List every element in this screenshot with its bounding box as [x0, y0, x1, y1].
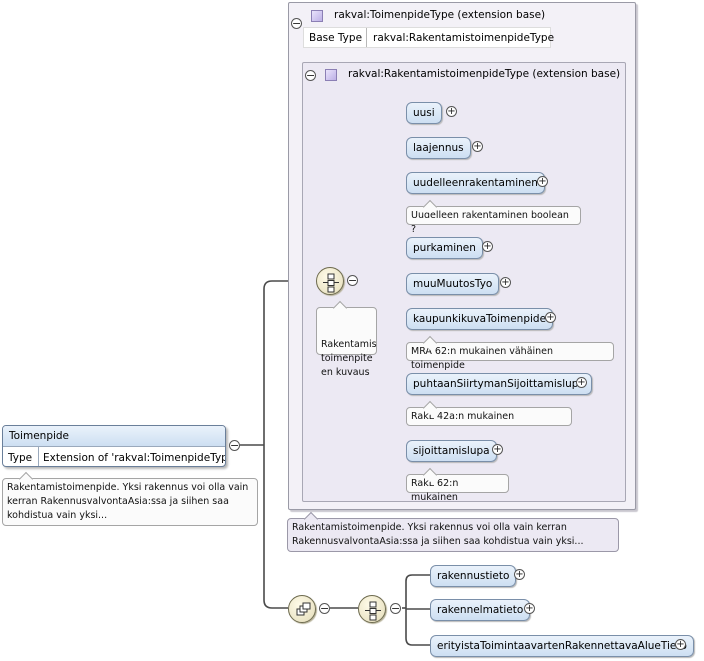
- expand-uudelleenrakentaminen-plus-icon[interactable]: +: [537, 176, 548, 187]
- sequence-icon: [323, 273, 339, 293]
- element-laajennus[interactable]: laajennus: [406, 137, 471, 159]
- expand-kaupunkikuvaToimenpide-plus-icon[interactable]: +: [545, 312, 556, 323]
- inner-extension-title: rakval:RakentamistoimenpideType (extensi…: [348, 68, 621, 80]
- toimenpide-type-value: Extension of 'rakval:ToimenpideType': [43, 452, 226, 464]
- puhtaanSiirtymanSijoittamislupa-annotation: RakL 42a:n mukainen: [406, 400, 572, 426]
- uudelleenrakentaminen-annotation: Uudelleen rakentaminen boolean ?: [406, 199, 581, 235]
- choice-collapse-minus-icon[interactable]: −: [390, 602, 401, 615]
- extension-annotation-text: Rakentamistoimenpide. Yksi rakennus voi …: [292, 522, 584, 547]
- element-uusi[interactable]: uusi: [406, 102, 442, 124]
- base-type-label: Base Type: [309, 32, 363, 44]
- element-puhtaanSiirtymanSijoittamislupa[interactable]: puhtaanSiirtymanSijoittamislupa: [406, 373, 592, 395]
- expand-rakennustieto-plus-icon[interactable]: +: [514, 569, 525, 580]
- element-uudelleenrakentaminen[interactable]: uudelleenrakentaminen: [406, 172, 545, 194]
- puhtaanSiirtymanSijoittamislupa-annotation-text: RakL 42a:n mukainen: [411, 411, 515, 422]
- outer-collapse-minus-icon[interactable]: −: [291, 17, 302, 30]
- toimenpide-collapse-minus-icon[interactable]: −: [229, 439, 240, 452]
- group-icon: [296, 602, 311, 616]
- sijoittamislupa-annotation-text: RakL 62:n mukainen: [411, 478, 459, 503]
- sijoittamislupa-annotation: RakL 62:n mukainen: [406, 467, 509, 503]
- toimenpide-annotation: Rakentamistoimenpide. Yksi rakennus voi …: [2, 471, 258, 526]
- element-toimenpide[interactable]: Toimenpide Type Extension of 'rakval:Toi…: [2, 425, 226, 467]
- element-purkaminen[interactable]: purkaminen: [406, 237, 483, 259]
- toimenpide-name: Toimenpide: [3, 426, 225, 447]
- expand-rakennelmatieto-plus-icon[interactable]: +: [524, 603, 535, 614]
- toimenpide-type-label: Type: [8, 452, 33, 464]
- expand-puhtaanSiirtymanSijoittamislupa-plus-icon[interactable]: +: [576, 377, 587, 388]
- base-type-separator: [366, 28, 367, 47]
- toimenpide-type-separator: [38, 447, 39, 466]
- choice-compositor[interactable]: [358, 595, 386, 623]
- element-erityistaToimintaavartenRakennettavaAlueTieto[interactable]: erityistaToimintaavartenRakennettavaAlue…: [430, 635, 694, 657]
- sequence-compositor[interactable]: [316, 267, 344, 295]
- expand-sijoittamislupa-plus-icon[interactable]: +: [492, 444, 503, 455]
- uudelleenrakentaminen-annotation-text: Uudelleen rakentaminen boolean ?: [411, 210, 569, 235]
- element-rakennustieto[interactable]: rakennustieto: [430, 565, 517, 587]
- element-kaupunkikuvaToimenpide[interactable]: kaupunkikuvaToimenpide: [406, 308, 554, 330]
- group-compositor[interactable]: [288, 595, 316, 623]
- expand-laajennus-plus-icon[interactable]: +: [472, 141, 483, 152]
- expand-muuMuutosTyo-plus-icon[interactable]: +: [500, 277, 511, 288]
- extension-annotation: Rakentamistoimenpide. Yksi rakennus voi …: [287, 511, 619, 552]
- element-muuMuutosTyo[interactable]: muuMuutosTyo: [406, 273, 500, 295]
- base-type-row: Base Type rakval:RakentamistoimenpideTyp…: [303, 27, 555, 48]
- outer-extension-title: rakval:ToimenpideType (extension base): [334, 9, 546, 21]
- element-rakennelmatieto[interactable]: rakennelmatieto: [430, 599, 531, 621]
- element-sijoittamislupa[interactable]: sijoittamislupa: [406, 440, 497, 462]
- sequence-annotation-text: Rakentamis toimenpite en kuvaus: [321, 339, 377, 378]
- toimenpide-annotation-text: Rakentamistoimenpide. Yksi rakennus voi …: [7, 482, 249, 521]
- expand-purkaminen-plus-icon[interactable]: +: [482, 241, 493, 252]
- choice-icon: [365, 601, 381, 621]
- toimenpide-type-row: Type Extension of 'rakval:ToimenpideType…: [3, 447, 226, 466]
- kaupunkikuvaToimenpide-annotation: MRA 62:n mukainen vähäinen toimenpide: [406, 335, 614, 371]
- sequence-annotation: Rakentamis toimenpite en kuvaus: [316, 300, 377, 378]
- kaupunkikuvaToimenpide-annotation-text: MRA 62:n mukainen vähäinen toimenpide: [411, 346, 554, 371]
- sequence-collapse-minus-icon[interactable]: −: [347, 274, 358, 287]
- inner-extension-type-icon: [325, 69, 337, 81]
- expand-erityistaToimintaavartenRakennettavaAlueTieto-plus-icon[interactable]: +: [675, 639, 686, 650]
- inner-collapse-minus-icon[interactable]: −: [305, 69, 316, 82]
- base-type-value: rakval:RakentamistoimenpideType: [373, 32, 555, 44]
- outer-extension-type-icon: [311, 10, 323, 22]
- expand-uusi-plus-icon[interactable]: +: [446, 106, 457, 117]
- group-collapse-minus-icon[interactable]: −: [319, 602, 330, 615]
